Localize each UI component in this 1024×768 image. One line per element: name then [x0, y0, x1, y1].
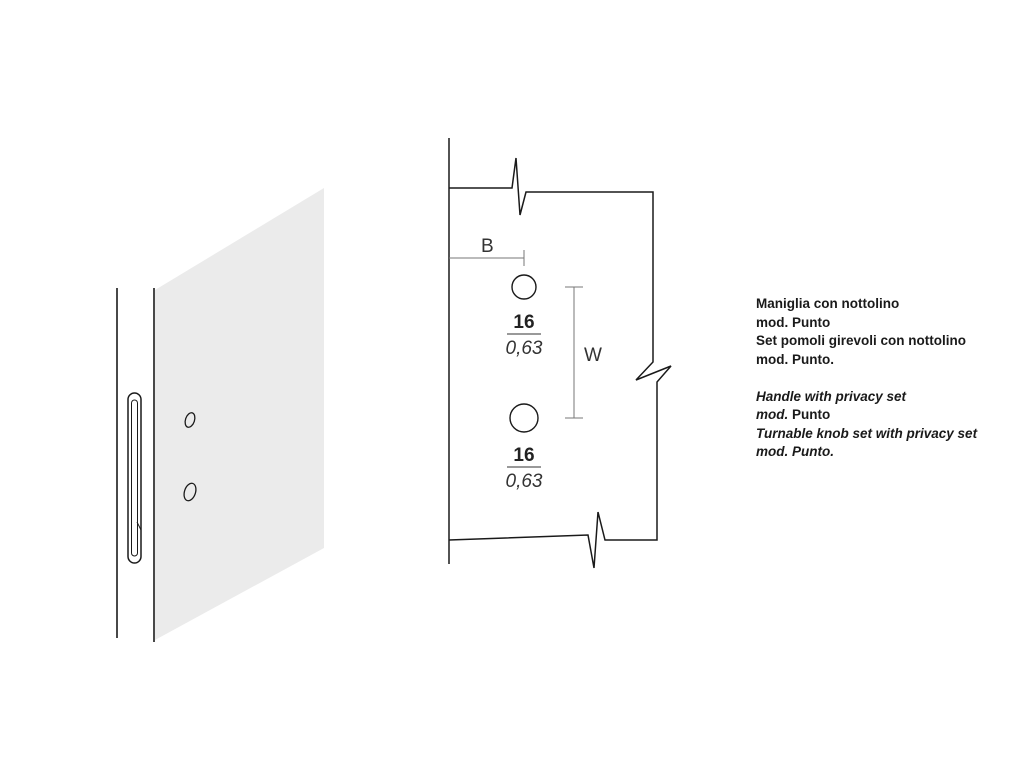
door-hole-upper [184, 412, 196, 428]
door-hole-lower [183, 482, 197, 502]
hole-upper-in: 0,63 [506, 338, 543, 359]
hole-upper [511, 274, 537, 300]
flush-handle-inner [131, 399, 138, 557]
hole-lower-mm: 16 [513, 445, 534, 466]
legend-en-line-2-prefix: mod. [756, 407, 789, 422]
dimension-w [565, 286, 583, 419]
hole-lower [509, 403, 539, 433]
dimension-b-label: B [481, 236, 494, 257]
legend-en-line-1: Handle with privacy set [756, 388, 907, 404]
dimension-b [449, 250, 525, 266]
door-perspective [116, 188, 324, 642]
legend-it-line-2: mod. Punto [756, 314, 831, 330]
elevation-outline [448, 138, 672, 569]
legend-it-line-1: Maniglia con nottolino [756, 296, 900, 311]
hole-upper-mm: 16 [513, 312, 534, 333]
product-legend: Maniglia con nottolino mod. Punto Set po… [756, 295, 1016, 462]
top-break-line [448, 157, 672, 569]
flush-handle [127, 392, 142, 564]
flush-handle-latch [136, 521, 142, 531]
legend-en-line-3: Turnable knob set with privacy set [756, 425, 978, 441]
legend-it-line-3: Set pomoli girevoli con nottolino [756, 333, 966, 348]
legend-en-line-2: mod. Punto [756, 406, 1016, 425]
door-face [155, 188, 324, 640]
legend-en-line-4: mod. Punto. [756, 444, 834, 459]
dimension-w-label: W [584, 345, 602, 366]
hole-lower-in: 0,63 [506, 471, 543, 492]
legend-en-line-2-suffix: Punto [788, 407, 831, 422]
legend-spacer [756, 369, 1016, 388]
legend-it-line-4: mod. Punto. [756, 351, 834, 367]
